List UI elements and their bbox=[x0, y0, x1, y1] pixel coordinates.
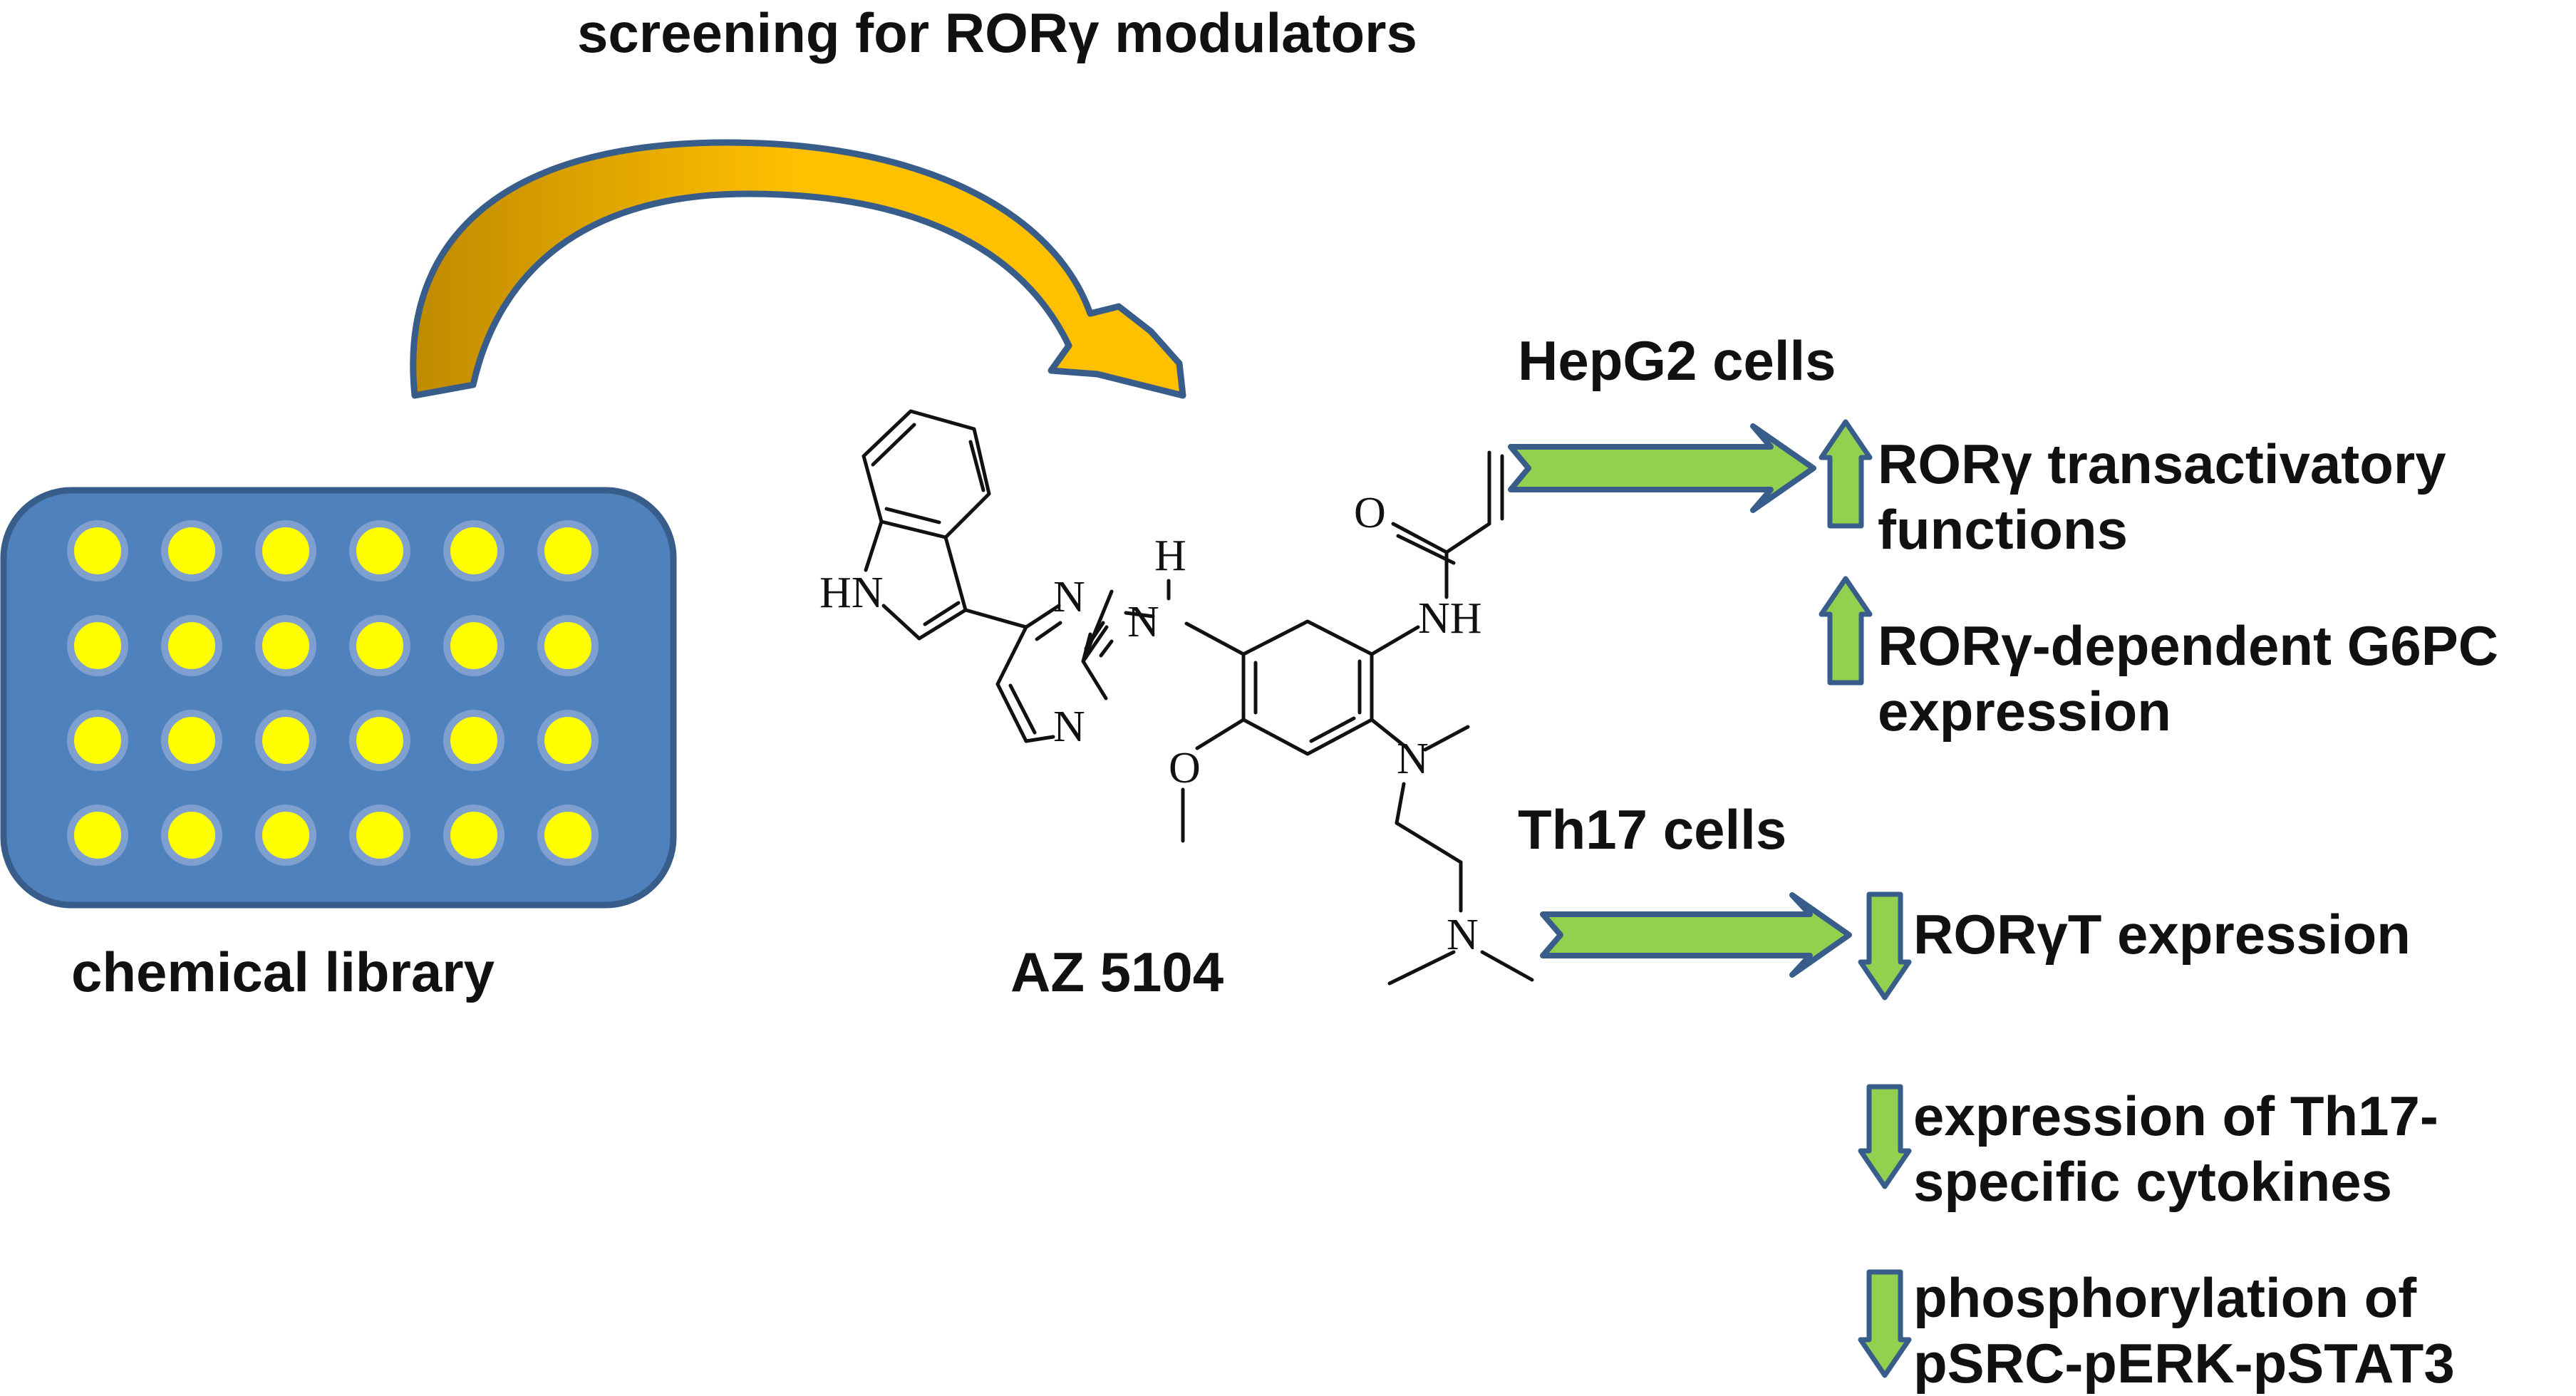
plate-well bbox=[349, 615, 410, 676]
hepg2-effect-2-up-arrow-icon bbox=[1819, 576, 1873, 686]
plate-well bbox=[67, 615, 128, 676]
th17-effect-1-down-arrow-icon bbox=[1858, 891, 1912, 1001]
plate-well bbox=[255, 520, 316, 581]
plate-well bbox=[255, 615, 316, 676]
az5104-structure: HN N N H N O O NH N N bbox=[819, 409, 1534, 986]
plate-well bbox=[537, 615, 599, 676]
th17-effect-2-text: expression of Th17- specific cytokines bbox=[1913, 1083, 2438, 1214]
hepg2-effect-2-text: RORγ-dependent G6PC expression bbox=[1878, 613, 2498, 744]
th17-effect-3-line-1: phosphorylation of bbox=[1913, 1266, 2417, 1329]
plate-well bbox=[349, 710, 410, 771]
plate-wells bbox=[67, 520, 599, 866]
hepg2-arrow bbox=[1508, 423, 1816, 513]
th17-arrow bbox=[1540, 892, 1852, 978]
plate-well bbox=[161, 710, 222, 771]
diagram-title: screening for RORγ modulators bbox=[577, 1, 1417, 64]
plate-well bbox=[537, 520, 599, 581]
plate-well bbox=[537, 805, 599, 866]
th17-header: Th17 cells bbox=[1518, 798, 1787, 861]
plate-well bbox=[443, 710, 505, 771]
th17-effect-3-text: phosphorylation of pSRC-pERK-pSTAT3 bbox=[1913, 1265, 2455, 1396]
hepg2-effect-1-line-2: functions bbox=[1878, 498, 2128, 562]
atom-o-carbonyl: O bbox=[1354, 489, 1386, 537]
plate-well bbox=[537, 710, 599, 771]
atom-n-pyrimidine-1: N bbox=[1053, 573, 1085, 621]
plate-well bbox=[161, 520, 222, 581]
hepg2-effect-1-line-1: RORγ transactivatory bbox=[1878, 433, 2446, 495]
atom-n-tertiary: N bbox=[1397, 735, 1429, 783]
th17-effect-3-down-arrow-icon bbox=[1858, 1269, 1912, 1378]
plate-well bbox=[67, 805, 128, 866]
atom-hn-indole: HN bbox=[819, 569, 884, 617]
plate-well bbox=[443, 615, 505, 676]
plate-well bbox=[161, 615, 222, 676]
atom-o-methoxy: O bbox=[1169, 744, 1201, 792]
compound-name: AZ 5104 bbox=[1010, 941, 1224, 1003]
hepg2-effect-1-up-arrow-icon bbox=[1819, 419, 1873, 529]
chemical-library-label: chemical library bbox=[71, 941, 495, 1003]
th17-effect-3-line-2: pSRC-pERK-pSTAT3 bbox=[1913, 1332, 2455, 1395]
chemical-library-plate bbox=[0, 487, 677, 909]
plate-well bbox=[349, 520, 410, 581]
atom-nh-amide: NH bbox=[1418, 594, 1482, 643]
th17-effect-1-line-1: RORγT expression bbox=[1913, 903, 2411, 966]
plate-well bbox=[443, 520, 505, 581]
th17-effect-2-line-2: specific cytokines bbox=[1913, 1150, 2392, 1214]
plate-well bbox=[67, 710, 128, 771]
hepg2-effect-2-line-2: expression bbox=[1878, 680, 2171, 743]
atom-h-amine: H bbox=[1154, 532, 1186, 580]
hepg2-effect-2-line-1: RORγ-dependent G6PC bbox=[1878, 614, 2499, 677]
central-benzene-ring bbox=[1241, 619, 1374, 756]
plate-well bbox=[67, 520, 128, 581]
th17-effect-1-text: RORγT expression bbox=[1913, 901, 2411, 967]
hepg2-effect-1-text: RORγ transactivatory functions bbox=[1878, 431, 2446, 562]
plate-well bbox=[349, 805, 410, 866]
screening-arrow bbox=[410, 139, 1186, 399]
plate-well bbox=[443, 805, 505, 866]
atom-n-dimethyl: N bbox=[1447, 911, 1479, 959]
plate-well bbox=[161, 805, 222, 866]
atom-n-pyrimidine-2: N bbox=[1053, 703, 1085, 751]
hepg2-header: HepG2 cells bbox=[1518, 329, 1836, 392]
plate-well bbox=[255, 710, 316, 771]
effect-direction-arrows bbox=[1819, 419, 1912, 1378]
plate-well bbox=[255, 805, 316, 866]
atom-n-amine: N bbox=[1127, 598, 1159, 646]
th17-effect-2-line-1: expression of Th17- bbox=[1913, 1085, 2438, 1147]
th17-effect-2-down-arrow-icon bbox=[1858, 1084, 1912, 1189]
